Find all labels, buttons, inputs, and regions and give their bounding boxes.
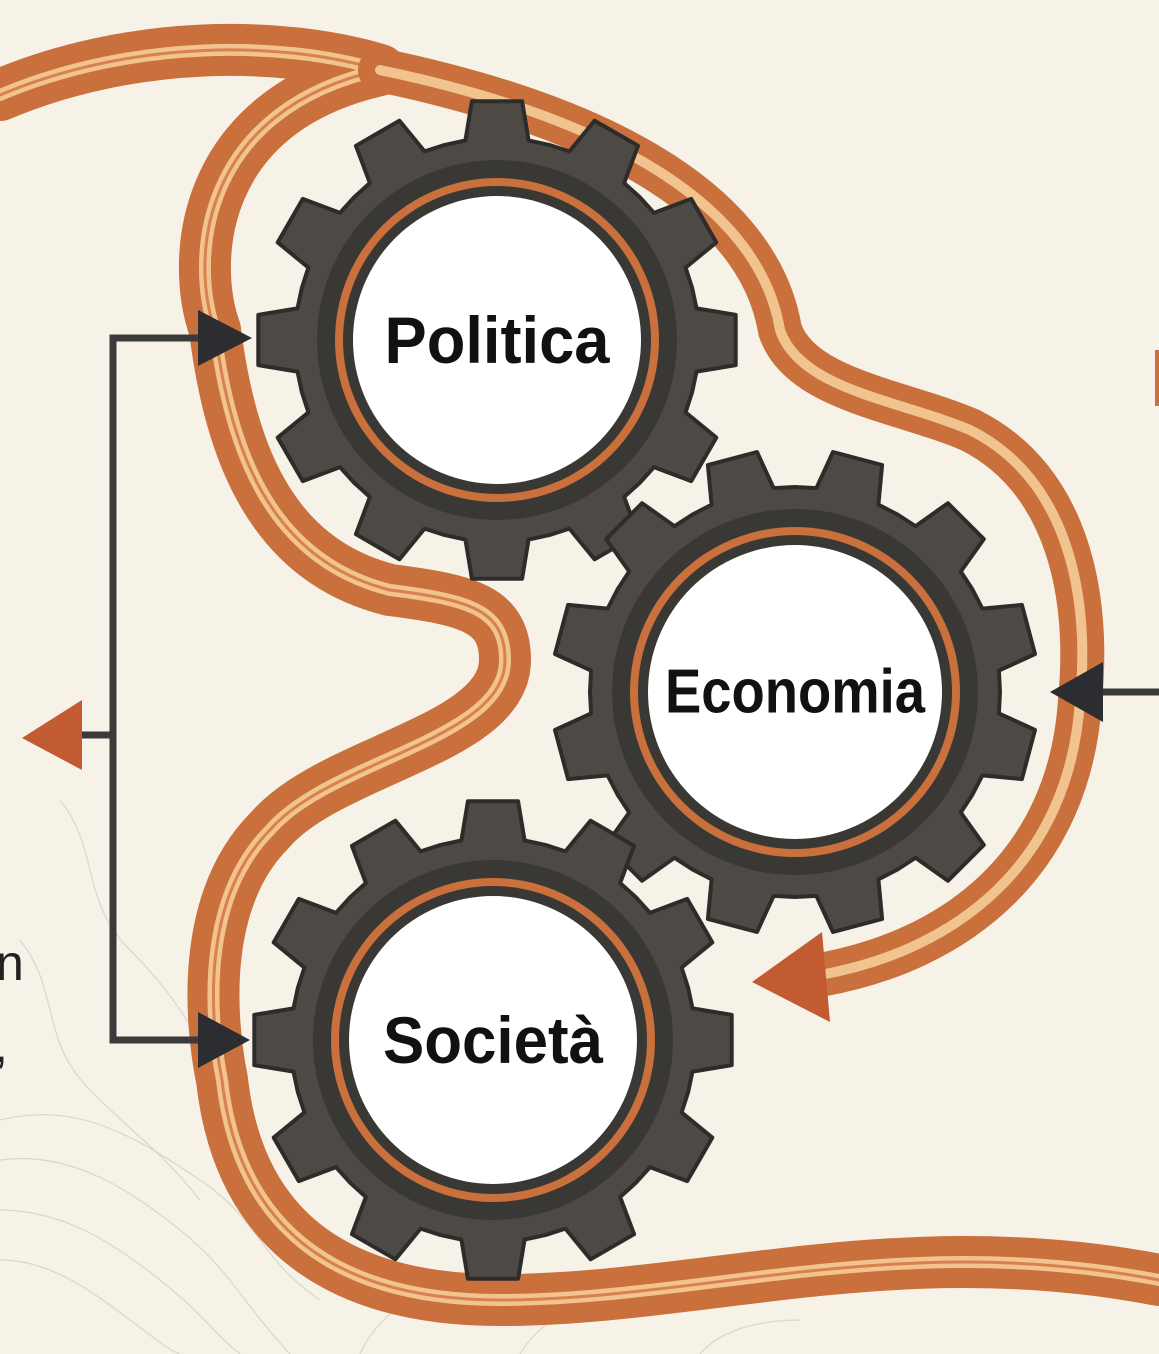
gear-societa [252,799,734,1281]
gear-label-politica: Politica [385,303,611,377]
flow-ribbon-arrowhead [752,932,830,1022]
gear-label-societa: Società [383,1003,603,1077]
arrow-into-politica-icon [198,310,252,366]
arrow-into-economia-icon [1050,662,1103,722]
background-contour-lines [0,799,801,1354]
arrow-into-societa-icon [198,1012,250,1068]
gear-label-economia: Economia [665,658,925,727]
gear-societa-face [349,896,637,1184]
output-arrow-icon [22,700,82,770]
gear-economia [553,450,1037,934]
left-margin-text-2: , [0,1017,8,1073]
gear-politica [256,99,738,581]
gear-politica-face [353,196,641,484]
flow-ribbon-right-loop-highlight [375,65,1088,980]
flow-ribbon-inner [0,48,1159,1302]
left-margin-text-1: n [0,935,24,991]
flow-ribbon [0,24,1159,1326]
right-edge-marker [1155,350,1159,406]
gear-economia-face [648,545,942,839]
